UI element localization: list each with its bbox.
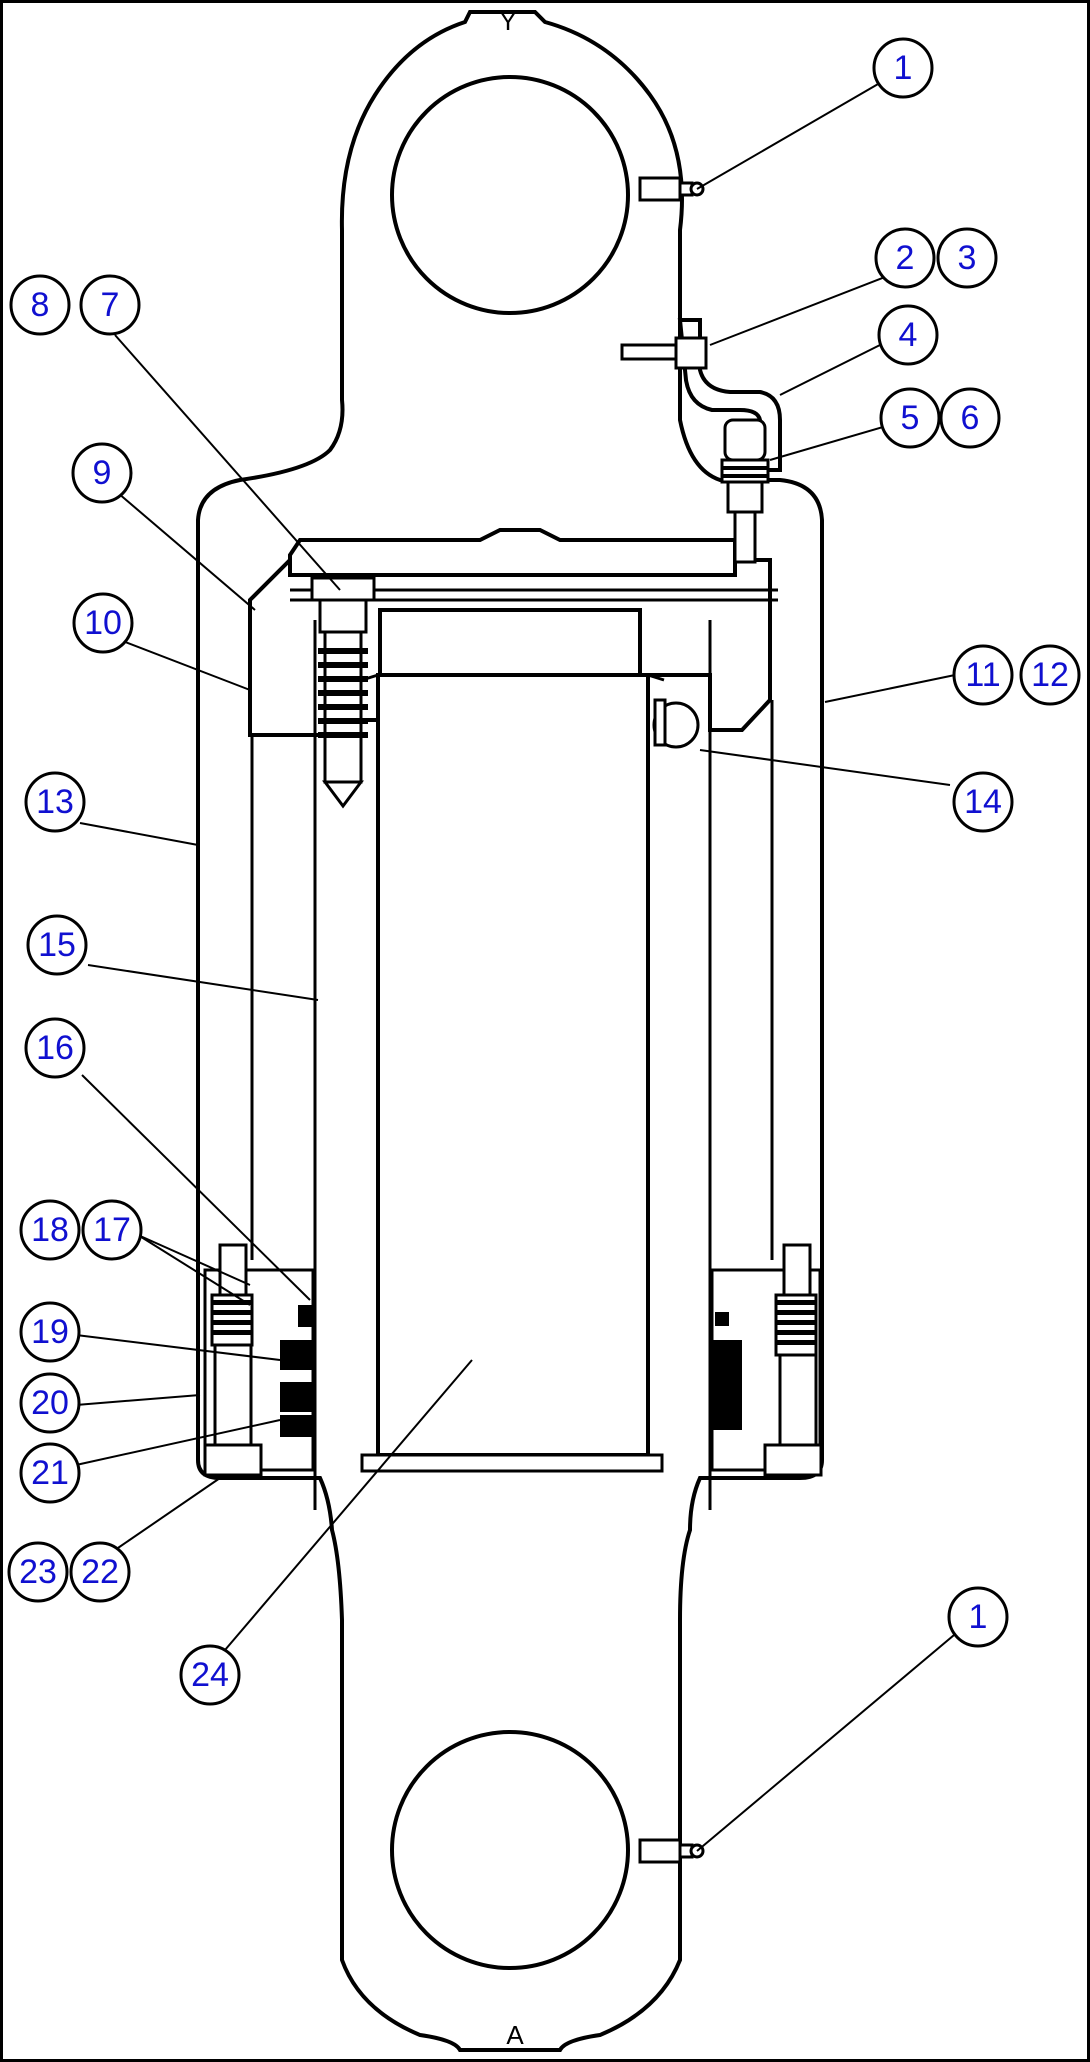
svg-text:23: 23 [19,1553,57,1591]
callout-2: 2 [874,227,936,289]
svg-text:2: 2 [896,239,915,277]
svg-text:9: 9 [93,454,112,492]
svg-text:14: 14 [964,783,1002,821]
svg-text:17: 17 [93,1211,131,1249]
bottom-eye-mark: A [506,2020,524,2050]
svg-text:10: 10 [84,604,122,642]
svg-text:18: 18 [31,1211,69,1249]
svg-text:15: 15 [38,926,76,964]
grease-fitting-bottom [638,1838,705,1864]
svg-text:4: 4 [899,316,918,354]
top-eye-bore [390,75,630,315]
callout-9: 9 [71,442,133,504]
svg-text:22: 22 [81,1553,119,1591]
head-cap [288,528,737,577]
callout-17: 17 [81,1199,143,1261]
svg-text:24: 24 [191,1656,229,1694]
svg-text:7: 7 [101,286,120,324]
callout-24: 24 [179,1644,241,1706]
callout-1-bottom: 1 [947,1586,1009,1648]
cylinder-assembly: Y A [196,6,824,2052]
callout-16: 16 [24,1017,86,1079]
leader-lines [75,79,961,1852]
svg-text:11: 11 [965,656,1000,694]
top-eye-mark: Y [499,6,516,36]
callout-6: 6 [939,387,1001,449]
svg-text:21: 21 [31,1454,69,1492]
svg-text:6: 6 [961,399,980,437]
head-bolt [310,576,376,809]
callout-4: 4 [877,304,939,366]
callout-19: 19 [19,1301,81,1363]
callout-7: 7 [79,274,141,336]
gland-right [710,1243,823,1477]
svg-text:12: 12 [1031,656,1069,694]
callout-13: 13 [24,771,86,833]
callout-10: 10 [72,592,134,654]
callout-20: 20 [19,1372,81,1434]
svg-text:16: 16 [36,1029,74,1067]
svg-text:19: 19 [31,1313,69,1351]
callout-23: 23 [7,1541,69,1603]
piston-rod [376,673,650,1457]
svg-text:8: 8 [31,286,50,324]
svg-text:5: 5 [901,399,920,437]
callout-21: 21 [19,1442,81,1504]
callout-5: 5 [879,387,941,449]
grease-fitting-top [638,176,705,202]
svg-text:20: 20 [31,1384,69,1422]
svg-text:1: 1 [894,49,913,87]
callout-12: 12 [1019,644,1081,706]
breather-bracket [620,318,782,564]
callout-8: 8 [9,274,71,336]
svg-text:13: 13 [36,783,74,821]
callout-22: 22 [69,1541,131,1603]
callout-18: 18 [19,1199,81,1261]
callout-14: 14 [952,771,1014,833]
svg-text:1: 1 [969,1598,988,1636]
bottom-eye-bore [390,1730,630,1970]
svg-text:3: 3 [958,239,977,277]
callout-15: 15 [26,914,88,976]
callout-3: 3 [936,227,998,289]
callout-1-top: 1 [872,37,934,99]
callout-11: 11 [952,644,1014,706]
gland-left [203,1243,315,1477]
